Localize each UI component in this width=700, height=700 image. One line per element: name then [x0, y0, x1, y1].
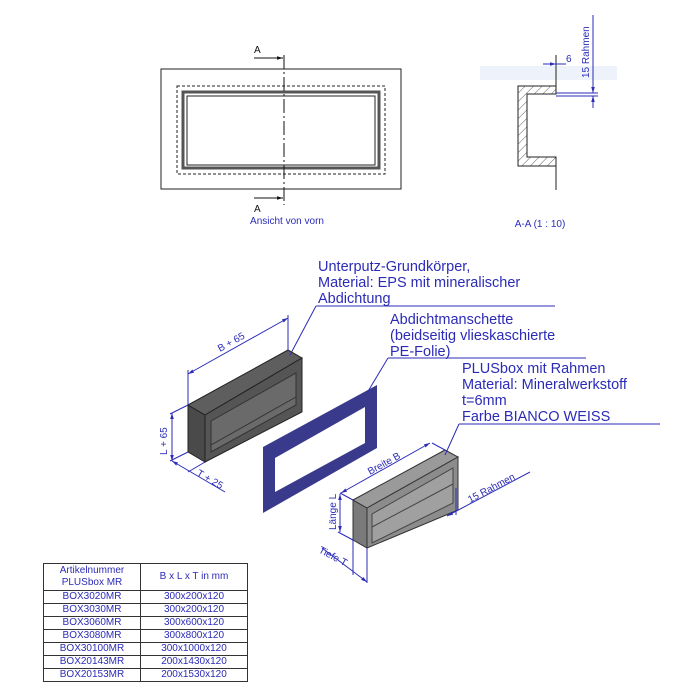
- header-dimensions: B x L x T in mm: [140, 563, 248, 591]
- cell-article-number: BOX3080MR: [43, 629, 141, 643]
- dim-frame-section: 15 Rahmen: [581, 26, 592, 78]
- dim-base-depth: T + 25: [195, 468, 226, 492]
- cell-article-number: BOX3060MR: [43, 616, 141, 630]
- section-caption: A-A (1 : 10): [515, 219, 566, 230]
- cell-article-number: BOX20143MR: [43, 655, 141, 669]
- svg-text:(beidseitig vlieskaschierte: (beidseitig vlieskaschierte: [390, 328, 555, 344]
- dim-thickness: 6: [566, 54, 572, 65]
- plusbox: [351, 449, 460, 549]
- svg-text:PLUSbox mit Rahmen: PLUSbox mit Rahmen: [462, 361, 605, 377]
- svg-text:Abdichtung: Abdichtung: [318, 291, 391, 307]
- svg-text:Material: Mineralwerkstoff: Material: Mineralwerkstoff: [462, 377, 628, 393]
- cell-dimensions: 300x600x120: [140, 616, 248, 630]
- cell-dimensions: 300x200x120: [140, 590, 248, 604]
- dim-box-length: Länge L: [328, 493, 339, 530]
- svg-text:Abdichtmanschette: Abdichtmanschette: [390, 312, 513, 328]
- svg-text:Farbe BIANCO WEISS: Farbe BIANCO WEISS: [462, 409, 610, 425]
- section-mark-bottom: A: [254, 204, 261, 215]
- section-view: 6 15 Rahmen A-A (1 : 10): [480, 15, 617, 230]
- dim-box-frame: 15 Rahmen: [466, 472, 517, 506]
- svg-text:Material: EPS mit mineralische: Material: EPS mit mineralischer: [318, 275, 520, 291]
- dim-base-length: L + 65: [159, 427, 170, 455]
- table-header-row: Artikelnummer PLUSbox MR B x L x T in mm: [43, 563, 248, 591]
- dim-box-width: Breite B: [366, 451, 403, 478]
- callout-sealing-sleeve: Abdichtmanschette (beidseitig vlieskasch…: [366, 312, 586, 394]
- svg-text:Unterputz-Grundkörper,: Unterputz-Grundkörper,: [318, 259, 470, 275]
- svg-text:t=6mm: t=6mm: [462, 393, 507, 409]
- cell-article-number: BOX3020MR: [43, 590, 141, 604]
- cell-dimensions: 200x1430x120: [140, 655, 248, 669]
- cell-article-number: BOX20153MR: [43, 668, 141, 682]
- header-article-number: Artikelnummer PLUSbox MR: [43, 563, 141, 591]
- cell-dimensions: 200x1530x120: [140, 668, 248, 682]
- dim-base-width: B + 65: [216, 331, 247, 355]
- cell-dimensions: 300x200x120: [140, 603, 248, 617]
- dim-box-depth: Tiefe T: [317, 545, 349, 569]
- cell-article-number: BOX3030MR: [43, 603, 141, 617]
- cell-dimensions: 300x1000x120: [140, 642, 248, 656]
- section-mark-top: A: [254, 45, 261, 56]
- cell-dimensions: 300x800x120: [140, 629, 248, 643]
- svg-text:PE-Folie): PE-Folie): [390, 344, 450, 360]
- front-view: A A Ansicht von vorn: [160, 45, 402, 227]
- callout-base-body: Unterputz-Grundkörper, Material: EPS mit…: [289, 259, 555, 356]
- cell-article-number: BOX30100MR: [43, 642, 141, 656]
- product-table: Artikelnummer PLUSbox MR B x L x T in mm…: [43, 563, 248, 682]
- callout-plusbox: PLUSbox mit Rahmen Material: Mineralwerk…: [444, 361, 660, 456]
- front-view-caption: Ansicht von vorn: [250, 216, 324, 227]
